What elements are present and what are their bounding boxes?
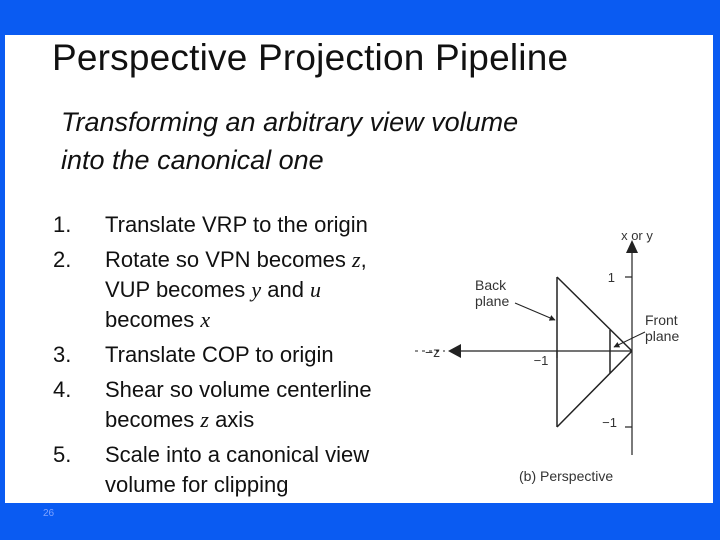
figure-caption: (b) Perspective (519, 468, 613, 484)
slide-canvas: Perspective Projection Pipeline Transfor… (5, 35, 713, 503)
subtitle: Transforming an arbitrary view volume in… (61, 103, 661, 179)
step-text: Translate COP to origin (105, 340, 413, 370)
perspective-diagram: x or y 1 −1 −z −1 Back plane Front plane… (415, 228, 679, 484)
step-4-text-a: Shear so volume centerline (105, 377, 372, 402)
subtitle-line-2: into the canonical one (61, 145, 324, 175)
frustum-bottom-edge (556, 350, 633, 428)
step-5: 5. Scale into a canonical view volume fo… (53, 440, 413, 500)
steps-list: 1. Translate VRP to the origin 2. Rotate… (53, 210, 413, 505)
page-title: Perspective Projection Pipeline (52, 37, 569, 78)
math-z: z (352, 247, 361, 272)
subtitle-line-1: Transforming an arbitrary view volume (61, 107, 519, 137)
step-2-and: and (261, 277, 311, 302)
math-u: u (310, 277, 322, 302)
step-2-comma: , (360, 247, 367, 272)
step-4-text-b: becomes (105, 407, 201, 432)
step-3: 3. Translate COP to origin (53, 340, 413, 370)
step-3-text: Translate COP to origin (105, 342, 334, 367)
step-4: 4. Shear so volume centerline becomes z … (53, 375, 413, 435)
back-plane-leader (514, 302, 556, 321)
step-number: 3. (53, 342, 72, 367)
slide-number: 26 (43, 508, 55, 519)
step-5-text-b: volume for clipping (105, 472, 289, 497)
step-number: 4. (53, 377, 72, 402)
math-y: y (251, 277, 262, 302)
step-1: 1. Translate VRP to the origin (53, 210, 413, 240)
step-1-text: Translate VRP to the origin (105, 212, 368, 237)
neg-z-arrowhead (448, 344, 461, 358)
tick-label-plus-one: 1 (608, 270, 615, 285)
front-plane-label-line2: plane (645, 328, 679, 344)
frustum-top-edge (556, 276, 633, 352)
step-text: Rotate so VPN becomes z, VUP becomes y a… (105, 245, 413, 335)
math-x: x (200, 307, 211, 332)
step-text: Shear so volume centerline becomes z axi… (105, 375, 413, 435)
back-plane-label-line2: plane (475, 293, 509, 309)
step-2-text-a: Rotate so VPN becomes (105, 247, 353, 272)
step-number: 1. (53, 212, 72, 237)
vertical-axis-arrowhead (626, 240, 638, 253)
step-text: Scale into a canonical view volume for c… (105, 440, 413, 500)
tick-label-minus-one-bottom: −1 (602, 415, 617, 430)
step-number: 5. (53, 442, 72, 467)
step-number: 2. (53, 247, 72, 272)
step-2-text-c: becomes (105, 307, 201, 332)
front-plane-label-line1: Front (645, 312, 678, 328)
math-z: z (200, 407, 209, 432)
step-2: 2. Rotate so VPN becomes z, VUP becomes … (53, 245, 413, 335)
axis-label-x-or-y: x or y (621, 228, 653, 243)
step-5-text-a: Scale into a canonical view (105, 442, 370, 467)
step-4-text-c: axis (208, 407, 255, 432)
back-plane-label-line1: Back (475, 277, 507, 293)
tick-label-minus-one-axis: −1 (534, 353, 549, 368)
step-2-text-b: VUP becomes (105, 277, 252, 302)
front-plane-leader (613, 331, 646, 348)
neg-z-label: −z (425, 344, 440, 360)
step-text: Translate VRP to the origin (105, 210, 413, 240)
